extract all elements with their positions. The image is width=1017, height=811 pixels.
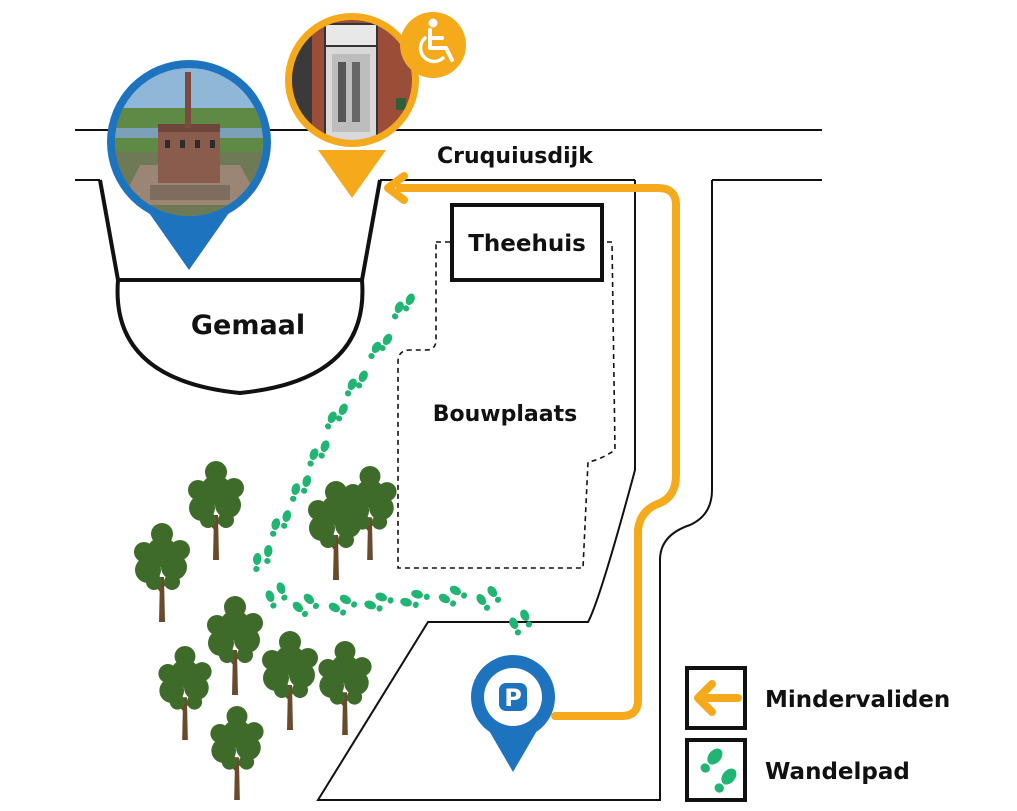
- footprint: [487, 586, 502, 603]
- parking-letter: P: [504, 684, 522, 712]
- footprint: [375, 592, 394, 604]
- footprint: [264, 545, 273, 564]
- legend-item-mindervaliden: Mindervaliden: [685, 666, 950, 730]
- tree-icon: [262, 631, 318, 730]
- tree-icon: [188, 461, 244, 560]
- footprint: [402, 293, 415, 312]
- gemaal-building: [98, 179, 382, 396]
- footprint: [700, 748, 723, 773]
- footprint: [335, 403, 348, 422]
- bouwplaats-area: [397, 241, 616, 569]
- footprint: [324, 411, 337, 430]
- footprint: [292, 601, 309, 618]
- footprint: [364, 600, 383, 612]
- tree-icon: [318, 640, 372, 735]
- footprint: [276, 582, 288, 601]
- walking-path: [253, 293, 533, 636]
- footprint: [270, 518, 281, 537]
- footprint: [281, 510, 292, 529]
- theehuis-label: Theehuis: [468, 231, 586, 257]
- driveway-outline: [316, 180, 713, 801]
- footprint: [476, 594, 491, 611]
- footprint: [301, 475, 312, 494]
- gemaal-photo: [115, 68, 263, 216]
- footprint: [307, 448, 319, 467]
- footprint: [509, 617, 522, 636]
- gemaal-label: Gemaal: [191, 310, 305, 341]
- footprint: [303, 593, 320, 610]
- footprint: [355, 370, 368, 389]
- tree-icon: [210, 705, 264, 800]
- footprint: [411, 589, 430, 600]
- tree-icon: [158, 645, 212, 740]
- footprint: [714, 768, 737, 793]
- footprint: [449, 585, 468, 599]
- footprint: [344, 378, 357, 397]
- parking-pin[interactable]: P: [471, 655, 555, 772]
- footprint: [379, 333, 393, 352]
- footprint: [400, 597, 419, 608]
- legend: Mindervaliden Wandelpad: [685, 666, 950, 802]
- wheelchair-icon: [400, 12, 466, 78]
- footprints-icon: [700, 748, 737, 793]
- footprint: [391, 301, 404, 320]
- gemaal-photo-pin[interactable]: [107, 60, 271, 270]
- footprint: [368, 341, 382, 360]
- accessible-route-arrowhead: [384, 172, 408, 204]
- footprint: [253, 553, 262, 572]
- accessible-route: [396, 184, 680, 720]
- theehuis-building: [450, 203, 604, 282]
- footprint: [339, 594, 358, 608]
- footprint: [438, 593, 457, 607]
- tree-icon: [308, 481, 364, 580]
- footprint: [265, 590, 277, 609]
- legend-label-wandelpad: Wandelpad: [765, 759, 910, 785]
- tree-icon: [134, 523, 190, 622]
- footprint: [520, 609, 533, 628]
- tree-icon: [207, 596, 263, 695]
- parking-icon: [499, 683, 527, 711]
- tree-group: [134, 461, 397, 800]
- footprint: [328, 602, 347, 616]
- road-label: Cruquiusdijk: [437, 144, 594, 169]
- arrow-left-icon: [694, 680, 742, 716]
- footprint: [318, 440, 330, 459]
- footprint: [290, 483, 301, 502]
- entrance-photo: [292, 20, 412, 140]
- legend-item-wandelpad: Wandelpad: [685, 738, 910, 802]
- bouwplaats-label: Bouwplaats: [433, 402, 577, 427]
- legend-label-mindervaliden: Mindervaliden: [765, 687, 950, 713]
- entrance-photo-pin[interactable]: [285, 13, 419, 198]
